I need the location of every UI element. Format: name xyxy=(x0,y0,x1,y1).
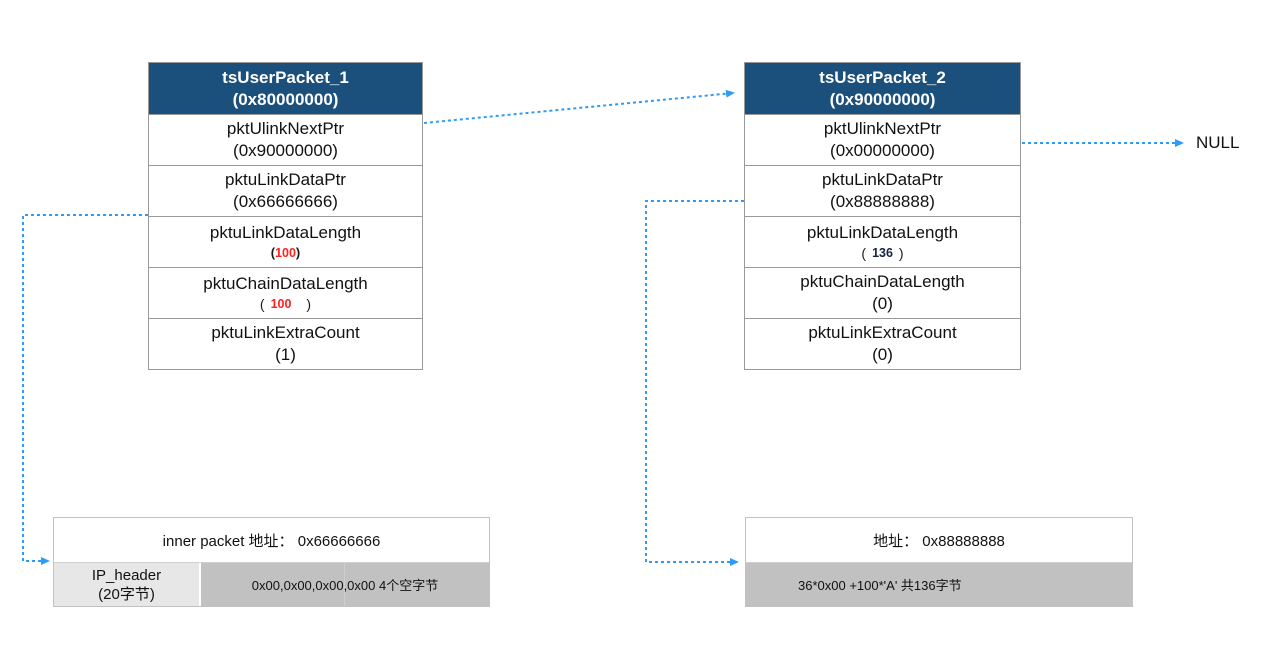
buffer1-ip-header-cell: IP_header (20字节) xyxy=(54,563,201,606)
arrow-dataptr1-to-buffer1-icon xyxy=(22,214,148,565)
buffer1-payload-text: 0x00,0x00,0x00,0x00 4个空字节 xyxy=(251,578,439,593)
packet2-field-ulink-extra-count: pktuLinkExtraCount (0) xyxy=(745,318,1020,369)
buffer2-data-box: 地址： 0x88888888 36*0x00 +100*'A' 共136字节 xyxy=(745,517,1133,607)
field-label: pktuLinkDataLength xyxy=(209,223,362,242)
field-value: (100) xyxy=(271,244,301,262)
packet2-field-ulink-data-ptr: pktuLinkDataPtr (0x88888888) xyxy=(745,165,1020,216)
field-value: (100) xyxy=(260,295,311,313)
buffer2-payload-text: 36*0x00 +100*'A' 共136字节 xyxy=(798,578,962,593)
ip-header-size: (20字节) xyxy=(98,585,155,603)
arrow-nextptr1-to-packet2-icon xyxy=(423,89,735,124)
field-value: (0x00000000) xyxy=(830,141,935,160)
packet1-field-ulink-next-ptr: pktUlinkNextPtr (0x90000000) xyxy=(149,114,422,165)
field-label: pktuLinkExtraCount xyxy=(808,323,957,342)
paren-open: ( xyxy=(861,245,867,261)
packet1-title: tsUserPacket_1 xyxy=(222,67,349,87)
packet2-address: (0x90000000) xyxy=(829,89,936,109)
arrow-dataptr2-to-buffer2-icon xyxy=(645,200,744,566)
paren-open: ( xyxy=(270,245,276,260)
packet2-field-uchain-data-length: pktuChainDataLength (0) xyxy=(745,267,1020,318)
null-terminator-label: NULL xyxy=(1196,133,1240,152)
buffer1-inner-packet-box: inner packet 地址： 0x66666666 IP_header (2… xyxy=(53,517,490,607)
field-label: pktuLinkDataLength xyxy=(806,223,959,242)
packet1-field-ulink-extra-count: pktuLinkExtraCount (1) xyxy=(149,318,422,369)
cell-divider xyxy=(344,563,345,606)
buffer1-address: inner packet 地址： 0x66666666 xyxy=(162,532,381,550)
field-value: (0) xyxy=(872,345,893,364)
buffer2-data-row: 36*0x00 +100*'A' 共136字节 xyxy=(746,562,1132,606)
field-value: (136) xyxy=(861,244,903,262)
paren-close: ) xyxy=(898,245,904,261)
packet1-field-uchain-data-length: pktuChainDataLength (100) xyxy=(149,267,422,318)
paren-close: ) xyxy=(306,296,312,312)
field-label: pktUlinkNextPtr xyxy=(226,119,345,138)
field-value: (0x88888888) xyxy=(830,192,935,211)
packet1-header: tsUserPacket_1 (0x80000000) xyxy=(149,63,422,114)
buffer1-data-row: IP_header (20字节) 0x00,0x00,0x00,0x00 4个空… xyxy=(54,562,489,606)
field-label: pktuChainDataLength xyxy=(203,274,368,293)
packet1-struct-table: tsUserPacket_1 (0x80000000) pktUlinkNext… xyxy=(148,62,423,370)
field-label: pktuLinkDataPtr xyxy=(822,170,943,189)
packet2-header: tsUserPacket_2 (0x90000000) xyxy=(745,63,1020,114)
packet2-field-ulink-data-length: pktuLinkDataLength (136) xyxy=(745,216,1020,267)
buffer2-address: 地址： 0x88888888 xyxy=(873,532,1005,550)
field-number: 136 xyxy=(872,246,893,260)
packet2-field-ulink-next-ptr: pktUlinkNextPtr (0x00000000) xyxy=(745,114,1020,165)
field-label: pktUlinkNextPtr xyxy=(823,119,942,138)
packet2-struct-table: tsUserPacket_2 (0x90000000) pktUlinkNext… xyxy=(744,62,1021,370)
field-label: pktuChainDataLength xyxy=(800,272,965,291)
field-label: pktuLinkDataPtr xyxy=(225,170,346,189)
field-value: (0) xyxy=(872,294,893,313)
field-label: pktuLinkExtraCount xyxy=(211,323,360,342)
packet1-field-ulink-data-length: pktuLinkDataLength (100) xyxy=(149,216,422,267)
packet1-field-ulink-data-ptr: pktuLinkDataPtr (0x66666666) xyxy=(149,165,422,216)
buffer1-payload-cell: 0x00,0x00,0x00,0x00 4个空字节 xyxy=(201,563,489,606)
paren-open: ( xyxy=(259,296,265,312)
packet1-address: (0x80000000) xyxy=(232,89,339,109)
paren-close: ) xyxy=(295,245,301,260)
field-value: (1) xyxy=(275,345,296,364)
field-number: 100 xyxy=(275,246,296,260)
field-number: 100 xyxy=(270,297,292,311)
packet2-title: tsUserPacket_2 xyxy=(819,67,946,87)
buffer2-payload-cell: 36*0x00 +100*'A' 共136字节 xyxy=(746,563,1132,606)
field-value: (0x90000000) xyxy=(233,141,338,160)
ip-header-label: IP_header xyxy=(91,566,162,584)
field-value: (0x66666666) xyxy=(233,192,338,211)
